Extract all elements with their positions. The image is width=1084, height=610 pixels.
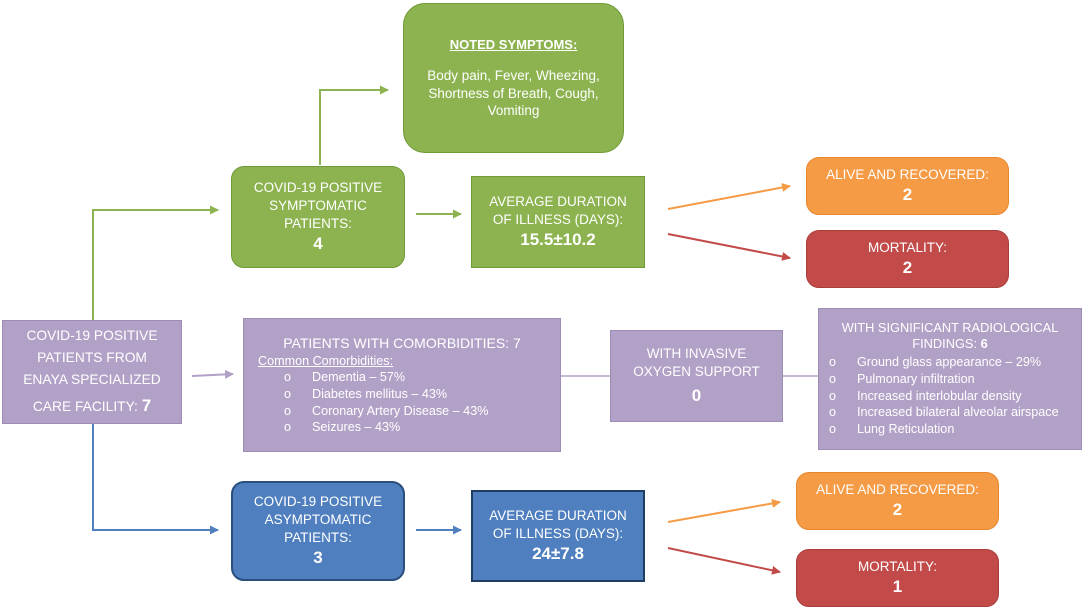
arrow-asymptomatic-duration-to-alive <box>667 498 781 523</box>
radiological-count: 6 <box>980 336 988 352</box>
symptomatic-mortality-node: MORTALITY: 2 <box>806 230 1009 288</box>
symptomatic-mortality-count: 2 <box>902 257 913 277</box>
symptomatic-mortality-label: MORTALITY: <box>867 239 948 255</box>
asymptomatic-duration-label: AVERAGE DURATION OF ILLNESS (DAYS): <box>489 507 627 541</box>
symptomatic-duration-label: AVERAGE DURATION OF ILLNESS (DAYS): <box>489 193 627 227</box>
symptoms-text: Body pain, Fever, Wheezing, Shortness of… <box>427 67 600 119</box>
symptomatic-alive-label: ALIVE AND RECOVERED: <box>826 166 989 182</box>
arrow-symptomatic-duration-to-alive <box>667 183 791 210</box>
symptoms-heading: NOTED SYMPTOMS: <box>449 36 578 52</box>
invasive-node: WITH INVASIVE OXYGEN SUPPORT 0 <box>610 330 783 422</box>
arrow-source-to-comorbidities <box>191 369 234 379</box>
comorbidities-node: PATIENTS WITH COMORBIDITIES: 7 Common Co… <box>243 318 561 452</box>
bullet-icon: o <box>284 403 292 418</box>
bullet-icon: o <box>284 370 292 385</box>
asymptomatic-label: COVID-19 POSITIVE ASYMPTOMATIC PATIENTS: <box>253 494 383 545</box>
symptomatic-alive-count: 2 <box>902 184 913 204</box>
comorbidities-subtitle: Common Comorbidities: <box>258 353 394 368</box>
asymptomatic-duration-value: 24±7.8 <box>532 543 584 563</box>
bullet-icon: o <box>284 386 292 401</box>
radiological-title: WITH SIGNIFICANT RADIOLOGICAL FINDINGS: <box>841 320 1059 352</box>
symptomatic-duration-node: AVERAGE DURATION OF ILLNESS (DAYS): 15.5… <box>471 176 645 268</box>
asymptomatic-alive-node: ALIVE AND RECOVERED: 2 <box>796 472 999 530</box>
bullet-icon: o <box>829 405 837 420</box>
bullet-icon: o <box>829 372 837 387</box>
bullet-icon: o <box>829 355 837 370</box>
asymptomatic-mortality-count: 1 <box>892 576 903 596</box>
symptomatic-count: 4 <box>313 233 323 253</box>
radiological-node: WITH SIGNIFICANT RADIOLOGICAL FINDINGS: … <box>818 308 1082 450</box>
arrow-symptomatic-duration-to-mortality <box>667 233 791 261</box>
asymptomatic-alive-label: ALIVE AND RECOVERED: <box>816 481 979 497</box>
symptomatic-node: COVID-19 POSITIVE SYMPTOMATIC PATIENTS: … <box>231 166 405 268</box>
arrow-asymptomatic-duration-to-mortality <box>667 547 781 575</box>
bullet-icon: o <box>829 421 837 436</box>
invasive-label: WITH INVASIVE OXYGEN SUPPORT <box>633 345 760 379</box>
asymptomatic-duration-node: AVERAGE DURATION OF ILLNESS (DAYS): 24±7… <box>471 490 645 582</box>
source-count: 7 <box>141 395 152 415</box>
arrow-source-to-asymptomatic <box>92 424 219 535</box>
comorbidities-title: PATIENTS WITH COMORBIDITIES: 7 <box>283 335 521 352</box>
symptomatic-alive-node: ALIVE AND RECOVERED: 2 <box>806 157 1009 215</box>
asymptomatic-node: COVID-19 POSITIVE ASYMPTOMATIC PATIENTS:… <box>231 481 405 581</box>
source-node: COVID-19 POSITIVE PATIENTS FROM ENAYA SP… <box>2 320 182 424</box>
bullet-icon: o <box>284 420 292 435</box>
source-label: COVID-19 POSITIVE PATIENTS FROM ENAYA SP… <box>23 328 161 414</box>
arrow-symptomatic-to-symptoms <box>319 85 389 165</box>
asymptomatic-mortality-node: MORTALITY: 1 <box>796 549 999 607</box>
arrow-source-to-symptomatic <box>92 205 219 320</box>
symptomatic-label: COVID-19 POSITIVE SYMPTOMATIC PATIENTS: <box>253 180 383 231</box>
asymptomatic-alive-count: 2 <box>892 499 903 519</box>
radiological-title-wrap: WITH SIGNIFICANT RADIOLOGICAL FINDINGS: … <box>827 320 1073 352</box>
bullet-icon: o <box>829 388 837 403</box>
symptoms-node: NOTED SYMPTOMS: Body pain, Fever, Wheezi… <box>403 3 624 153</box>
asymptomatic-count: 3 <box>313 547 323 567</box>
symptomatic-duration-value: 15.5±10.2 <box>520 229 596 249</box>
asymptomatic-mortality-label: MORTALITY: <box>857 558 938 574</box>
invasive-count: 0 <box>691 385 702 405</box>
